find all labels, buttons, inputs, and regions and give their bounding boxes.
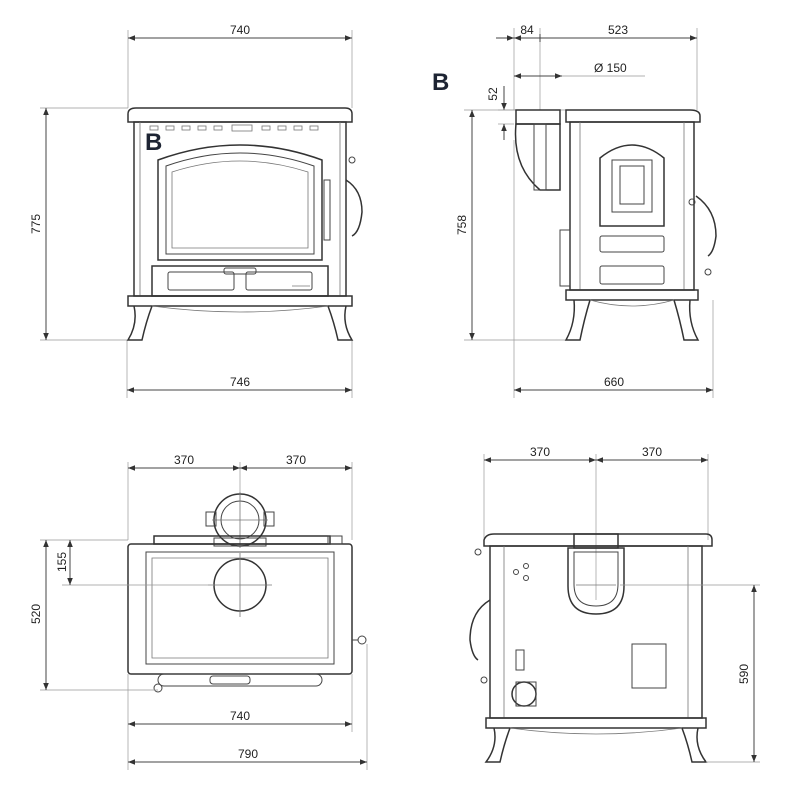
dim-rear-left-half: 370 — [530, 445, 550, 459]
side-view: B 84 523 Ø 150 52 758 660 — [432, 23, 717, 398]
dim-top-right-half: 370 — [286, 453, 306, 467]
dim-rear-flue-height: 590 — [737, 664, 751, 684]
dim-rear-right-half: 370 — [642, 445, 662, 459]
dim-side-depth-top: 523 — [608, 23, 628, 37]
dim-side-depth-bottom: 660 — [604, 375, 624, 389]
dim-front-bottom-width: 746 — [230, 375, 250, 389]
dim-flue-height: 52 — [486, 87, 500, 101]
top-view: 370 370 155 520 — [29, 453, 368, 770]
dim-top-width-outer: 790 — [238, 747, 258, 761]
dim-top-flue-offset: 155 — [55, 552, 69, 572]
dim-top-left-half: 370 — [174, 453, 194, 467]
dim-side-offset: 84 — [520, 23, 534, 37]
dim-front-top-width: 740 — [230, 23, 250, 37]
dim-top-depth: 520 — [29, 604, 43, 624]
front-view: 740 775 746 — [29, 23, 363, 398]
side-marker-label: B — [432, 69, 449, 96]
dim-flue-diameter: Ø 150 — [594, 61, 627, 75]
rear-view: 370 370 590 — [469, 445, 760, 763]
dim-side-height: 758 — [455, 215, 469, 235]
front-marker-label: B — [145, 129, 162, 156]
dim-front-height: 775 — [29, 214, 43, 234]
dim-top-width-inner: 740 — [230, 709, 250, 723]
